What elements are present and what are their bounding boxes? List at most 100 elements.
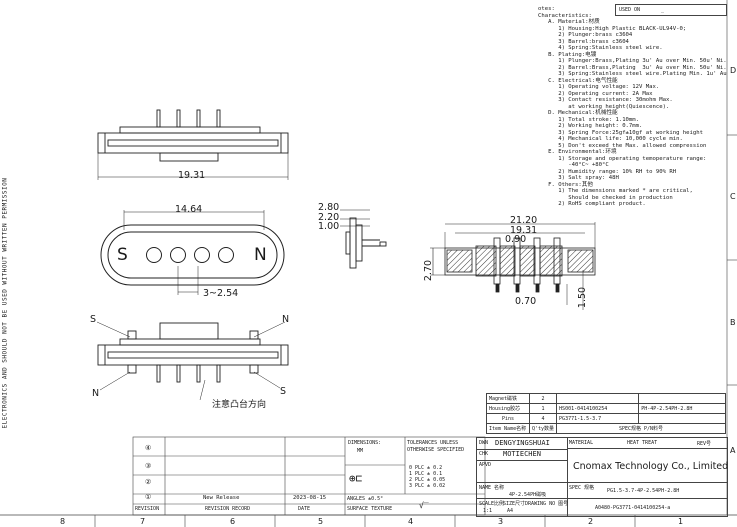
bom-name: Pins	[486, 413, 530, 424]
tol-row: 1 PLC ± 0.1	[409, 471, 443, 477]
dim-section-width: 21.20	[510, 215, 538, 226]
spec-value: PG1.5-3.7-4P-2.54PH-2.8H	[607, 488, 680, 494]
note-line: A. Material:材质	[538, 19, 600, 25]
spec-label: SPEC 规格	[569, 485, 595, 491]
tolerances-label: TOLERANCES UNLESS OTHERWISE SPECIFIED	[407, 440, 465, 453]
dim-section-inner: 19.31	[510, 225, 538, 236]
rev-label: REV号	[697, 441, 712, 447]
zone-label: 5	[318, 517, 324, 526]
zone-label: 2	[588, 517, 594, 526]
dim-height-1: 2.80	[318, 202, 340, 213]
dim-section-pin-len: 1.50	[577, 286, 589, 309]
face-letter-s: S	[117, 245, 128, 265]
rev-header-record: REVISION RECORD	[205, 506, 251, 512]
note-line: 2) Humidity range: 10% RH to 90% RH	[538, 168, 677, 175]
chk-label: CHK	[479, 451, 489, 457]
note-line: 1) Plunger:Brass,Plating 3u' Au over Min…	[538, 58, 727, 64]
dim-height-2: 2.20	[318, 212, 340, 223]
note-line: B. Plating:电镀	[538, 51, 597, 58]
note-line: 3) Salt spray: 48H	[538, 175, 619, 181]
zone-label: 3	[498, 517, 504, 526]
pole-n-bottom: N	[92, 388, 100, 399]
table-row: Pins 4 PG3771-1.5-3.7	[486, 413, 726, 424]
apvd-label: APVD	[479, 462, 492, 468]
zone-label: D	[730, 66, 737, 75]
note-line: C. Electrical:电气性能	[538, 77, 618, 84]
bom-desc	[638, 393, 726, 404]
bom-qty: 2	[528, 393, 558, 404]
bom-name: Housing胶芯	[486, 403, 530, 414]
dim-section-gap: 0.90	[505, 234, 527, 245]
rev-mark: ①	[145, 493, 152, 501]
zone-label: 1	[678, 517, 684, 526]
surface-symbol-icon: √‾	[419, 501, 429, 510]
pole-s-top: S	[90, 314, 97, 325]
drawing-no-label: DRAWING NO 图号	[525, 501, 569, 507]
rev-mark: ③	[145, 462, 152, 470]
note-line: 1) Total stroke: 1.10mm.	[538, 116, 640, 123]
scale-value: 1:1	[483, 508, 493, 514]
bom-qty: 1	[528, 403, 558, 414]
note-line: 1) Storage and operating temoperature ra…	[538, 155, 707, 162]
bom-desc: PH-4P-2.54PH-2.8H	[638, 403, 726, 414]
bom-name: Magnet磁铁	[486, 393, 530, 404]
note-line: at working height(Quiescence).	[538, 103, 670, 110]
pin-circle	[170, 247, 186, 263]
note-line: 3) Barrel:brass c3604	[538, 38, 629, 45]
note-line: 4) Spring:Stainless steel wire.	[538, 45, 663, 51]
zone-label: C	[730, 192, 736, 201]
bom-part: PG3771-1.5-3.7	[556, 413, 640, 424]
pin-circle	[194, 247, 210, 263]
boss-direction-note: 注意凸台方向	[212, 400, 267, 410]
note-line: 2) RoHS compliant product.	[538, 201, 646, 207]
size-label: SIZE尺寸	[503, 501, 526, 507]
title-block: DWN DENGYINGSHUAI CHK MOTIECHEN APVD NAM…	[476, 437, 728, 517]
used-on-value: _	[661, 7, 665, 13]
bom-part: SPEC规格 P/N料号	[556, 423, 726, 434]
characteristics-notes: otes:Characteristics: A. Material:材质 1) …	[538, 6, 727, 208]
rev-date: 2023-08-15	[293, 495, 327, 501]
note-line: otes:	[538, 6, 555, 12]
face-letter-n: N	[254, 245, 267, 265]
part-name: 4P-2.54PH磁吸	[509, 492, 547, 498]
note-line: 2) Plunger:brass c3604	[538, 32, 633, 38]
side-view-top	[97, 109, 289, 180]
pole-n-top: N	[282, 314, 290, 325]
zone-label: 8	[60, 517, 66, 526]
rev-mark: ④	[145, 444, 152, 452]
name-label: NAME 名称	[479, 485, 505, 491]
heat-label: HEAT TREAT	[627, 440, 658, 446]
zone-label: 7	[140, 517, 146, 526]
dimensions-unit: MM	[357, 448, 364, 454]
note-line: 1) Operating voltage: 12V Max.	[538, 84, 660, 90]
end-side-view	[340, 209, 387, 269]
note-line: 1) Housing:High Plastic BLACK-UL94V-0;	[538, 25, 687, 32]
pin-circle	[218, 247, 234, 263]
dwn-label: DWN	[479, 440, 489, 446]
bom-name: Item Name名称	[486, 423, 530, 434]
bom-qty: Q'ty数量	[528, 423, 558, 434]
note-line: 2) Working height: 0.7mm.	[538, 123, 643, 129]
note-line: 2) Barrel:Brass,Plating 3u' Au over Min.…	[538, 64, 727, 71]
side-view-bottom	[96, 321, 289, 401]
bom-table: Magnet磁铁 2 Housing胶芯 1 HS001-0414100254 …	[486, 393, 726, 434]
surface-label: SURFACE TEXTURE	[347, 506, 393, 512]
rev-header-rev: REVISION	[135, 506, 160, 512]
pin-circle	[146, 247, 162, 263]
rev-mark: ②	[145, 478, 152, 486]
used-on-box: USED ON _	[615, 4, 727, 16]
bom-part: HS001-0414100254	[556, 403, 640, 414]
tol-row: 0 PLC ± 0.2	[409, 465, 443, 471]
angles-label: ANGLES ±0.5°	[347, 496, 384, 502]
dim-pitch-span: 14.64	[175, 204, 203, 215]
note-line: 3) Contact resistance: 30mohm Max.	[538, 97, 673, 103]
zone-label: 4	[408, 517, 414, 526]
rev-header-date: DATE	[298, 506, 311, 512]
tol-row: 3 PLC ± 0.02	[409, 483, 446, 489]
tol-row: 2 PLC ± 0.05	[409, 477, 446, 483]
dwn-name: DENGYINGSHUAI	[495, 439, 550, 447]
zone-label: 6	[230, 517, 236, 526]
note-line: 2) Operating current: 2A Max	[538, 90, 653, 97]
used-on-label: USED ON	[619, 7, 641, 13]
